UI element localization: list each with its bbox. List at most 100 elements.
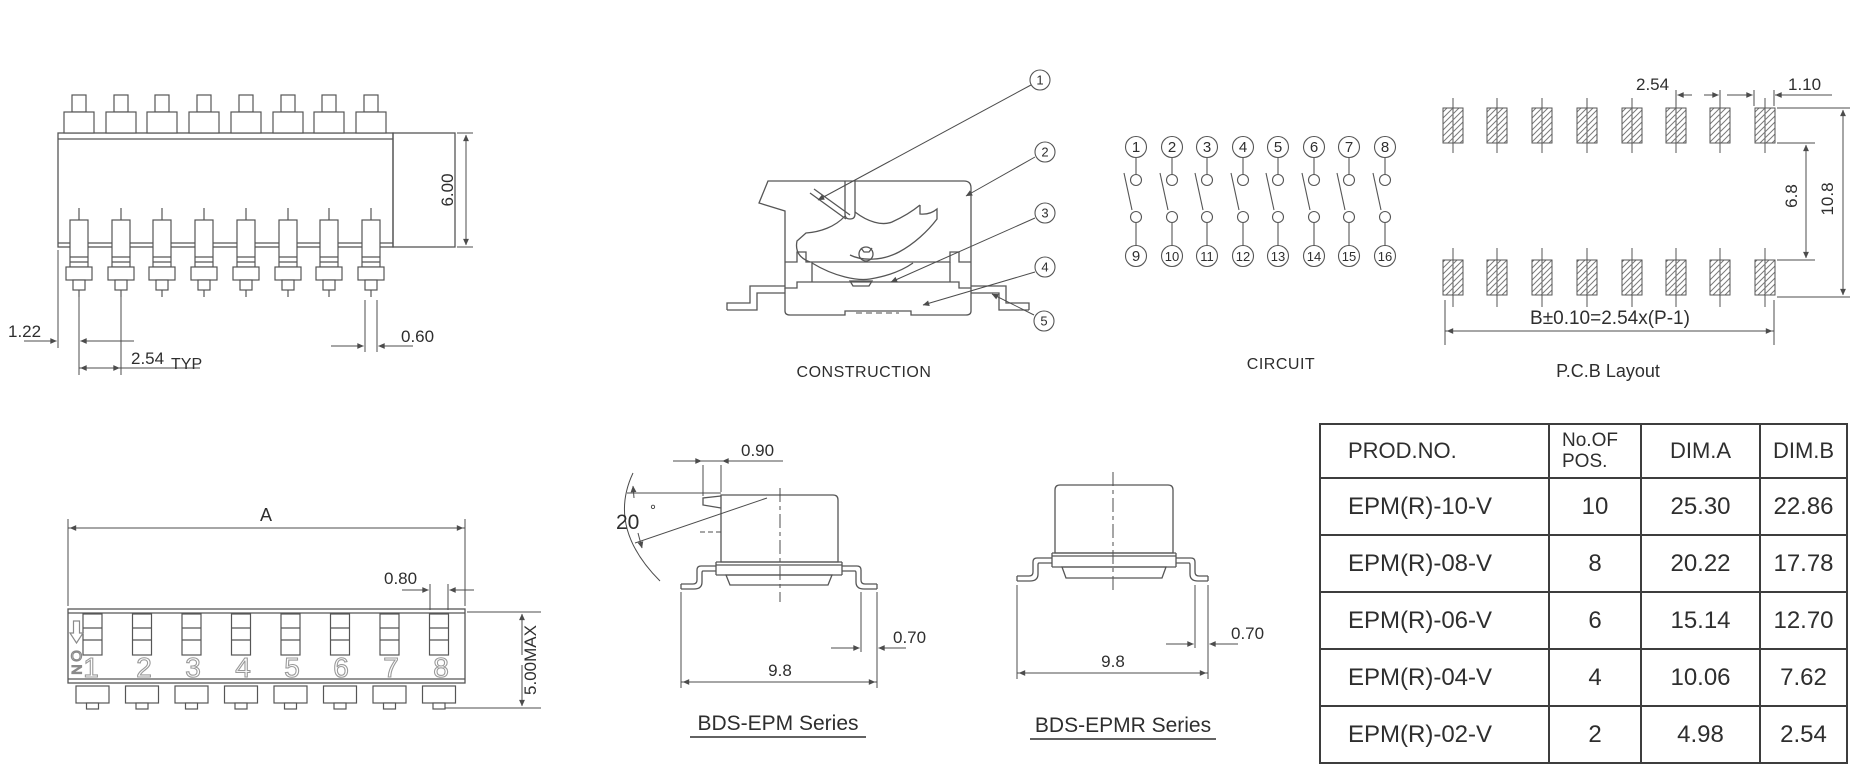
circuit-diagram: 1 2 3 4 5 6 7 8 9 10 11 12 13 14 15 16 C… [1123,135,1397,373]
terminal-number: 7 [1345,139,1353,156]
epm-series-label: BDS-EPM Series [697,712,858,735]
dim-pad-width: 1.10 [1788,75,1821,94]
switch-symbol [1230,135,1255,268]
switch-symbol [1159,135,1184,268]
dim-pad-pitch: 2.54 [1636,75,1669,94]
dim-angle-degree: ° [650,502,656,519]
callout-3: 3 [1041,206,1048,221]
switch-pin [272,94,304,298]
pcb-pad [1754,97,1776,154]
table-row: EPM(R)-10-V 10 25.30 22.86 [1319,477,1848,536]
callout-1: 1 [1036,73,1043,88]
dim-left-offset: 1.22 [8,322,41,341]
terminal-number: 14 [1307,249,1321,264]
position-number: 3 [185,652,201,683]
terminal-number: 5 [1274,139,1282,156]
terminal-number: 2 [1168,139,1176,156]
pcb-layout-drawing: 2.54 1.10 6.8 10.8 B±0.10=2.54x(P-1) P.C… [1442,75,1850,381]
cell-dim-a: 20.22 [1640,534,1761,593]
dim-slider-width: 0.80 [384,569,417,588]
terminal-number: 1 [1132,139,1140,156]
cell-prod: EPM(R)-10-V [1319,477,1550,536]
callout-4: 4 [1041,260,1048,275]
cell-prod: EPM(R)-06-V [1319,591,1550,650]
table-row: EPM(R)-06-V 6 15.14 12.70 [1319,591,1848,650]
pcb-pad [1665,247,1687,308]
dim-inner-span: 6.8 [1782,184,1801,208]
table-row: EPM(R)-04-V 4 10.06 7.62 [1319,648,1848,707]
cell-dim-a: 25.30 [1640,477,1761,536]
terminal-number: 11 [1200,249,1214,264]
cell-prod: EPM(R)-02-V [1319,705,1550,764]
switch-pin [355,94,387,298]
pcb-pad [1709,247,1731,308]
on-label-n: N [69,664,85,674]
switch-pin [313,94,345,298]
switch-pin [146,94,178,298]
terminal-number: 9 [1132,248,1140,265]
cell-pos: 6 [1548,591,1642,650]
switch-pin [105,94,137,298]
switch-symbol [1265,135,1290,268]
switch-pin [188,94,220,298]
callout-5: 5 [1040,314,1047,329]
dim-max-height: 5.00MAX [521,625,540,695]
cell-prod: EPM(R)-08-V [1319,534,1550,593]
pcb-pad [1621,247,1643,308]
cell-dim-b: 12.70 [1759,591,1848,650]
terminal-number: 15 [1342,249,1356,264]
cell-prod: EPM(R)-04-V [1319,648,1550,707]
down-arrow-icon [68,620,85,645]
switch-symbol [1336,135,1361,268]
switch-symbol [1123,135,1148,268]
on-label-o: O [71,648,83,665]
position-number: 5 [284,652,300,683]
epm-side-view: 20 ° 0.90 9.8 0.70 BDS-EPM Series [616,441,926,738]
dim-pin-width: 0.60 [401,327,434,346]
epmr-side-view: 0.70 9.8 BDS-EPMR Series [1016,472,1264,740]
table-row: EPM(R)-02-V 2 4.98 2.54 [1319,705,1848,764]
dim-b-span: B±0.10=2.54x(P-1) [1530,308,1690,329]
top-view-drawing: 6.00 1.22 2.54 TYP 0.60 [8,94,473,375]
terminal-number: 16 [1378,249,1392,264]
terminal-number: 4 [1239,139,1247,156]
cell-pos: 8 [1548,534,1642,593]
switch-symbol [1301,135,1326,268]
dim-tip-offset: 0.90 [741,441,774,460]
construction-drawing: 1 2 3 4 5 CONSTRUCTION [726,69,1056,381]
dim-angle: 20 [616,511,639,534]
pcb-pad [1621,97,1643,154]
position-number: 7 [383,652,399,683]
pcb-pad [1531,97,1553,154]
terminal-number: 6 [1310,139,1318,156]
pcb-pad [1576,247,1598,308]
pcb-pad [1754,247,1776,308]
table-row: EPM(R)-08-V 8 20.22 17.78 [1319,534,1848,593]
header-pos-line1: No.OF [1562,429,1618,451]
pcb-pad [1531,247,1553,308]
cell-dim-a: 10.06 [1640,648,1761,707]
pcb-pad [1486,247,1508,308]
terminal-number: 10 [1165,249,1179,264]
cell-dim-a: 15.14 [1640,591,1761,650]
callout-2: 2 [1041,145,1048,160]
pcb-layout-label: P.C.B Layout [1556,361,1660,381]
cell-pos: 2 [1548,705,1642,764]
terminal-number: 12 [1236,249,1250,264]
pcb-pad [1442,97,1464,154]
position-number: 1 [83,652,99,683]
position-number: 2 [136,652,152,683]
dim-pitch-typ: TYP [171,356,202,373]
position-number: 6 [333,652,349,683]
dim-body-width: 9.8 [768,661,792,680]
cell-dim-b: 17.78 [1759,534,1848,593]
pcb-pad [1709,97,1731,154]
cell-dim-b: 22.86 [1759,477,1848,536]
switch-symbol [1372,135,1397,268]
dim-body-width: 9.8 [1101,652,1125,671]
pcb-pad [1442,247,1464,308]
dim-foot-length: 0.70 [1231,624,1264,643]
